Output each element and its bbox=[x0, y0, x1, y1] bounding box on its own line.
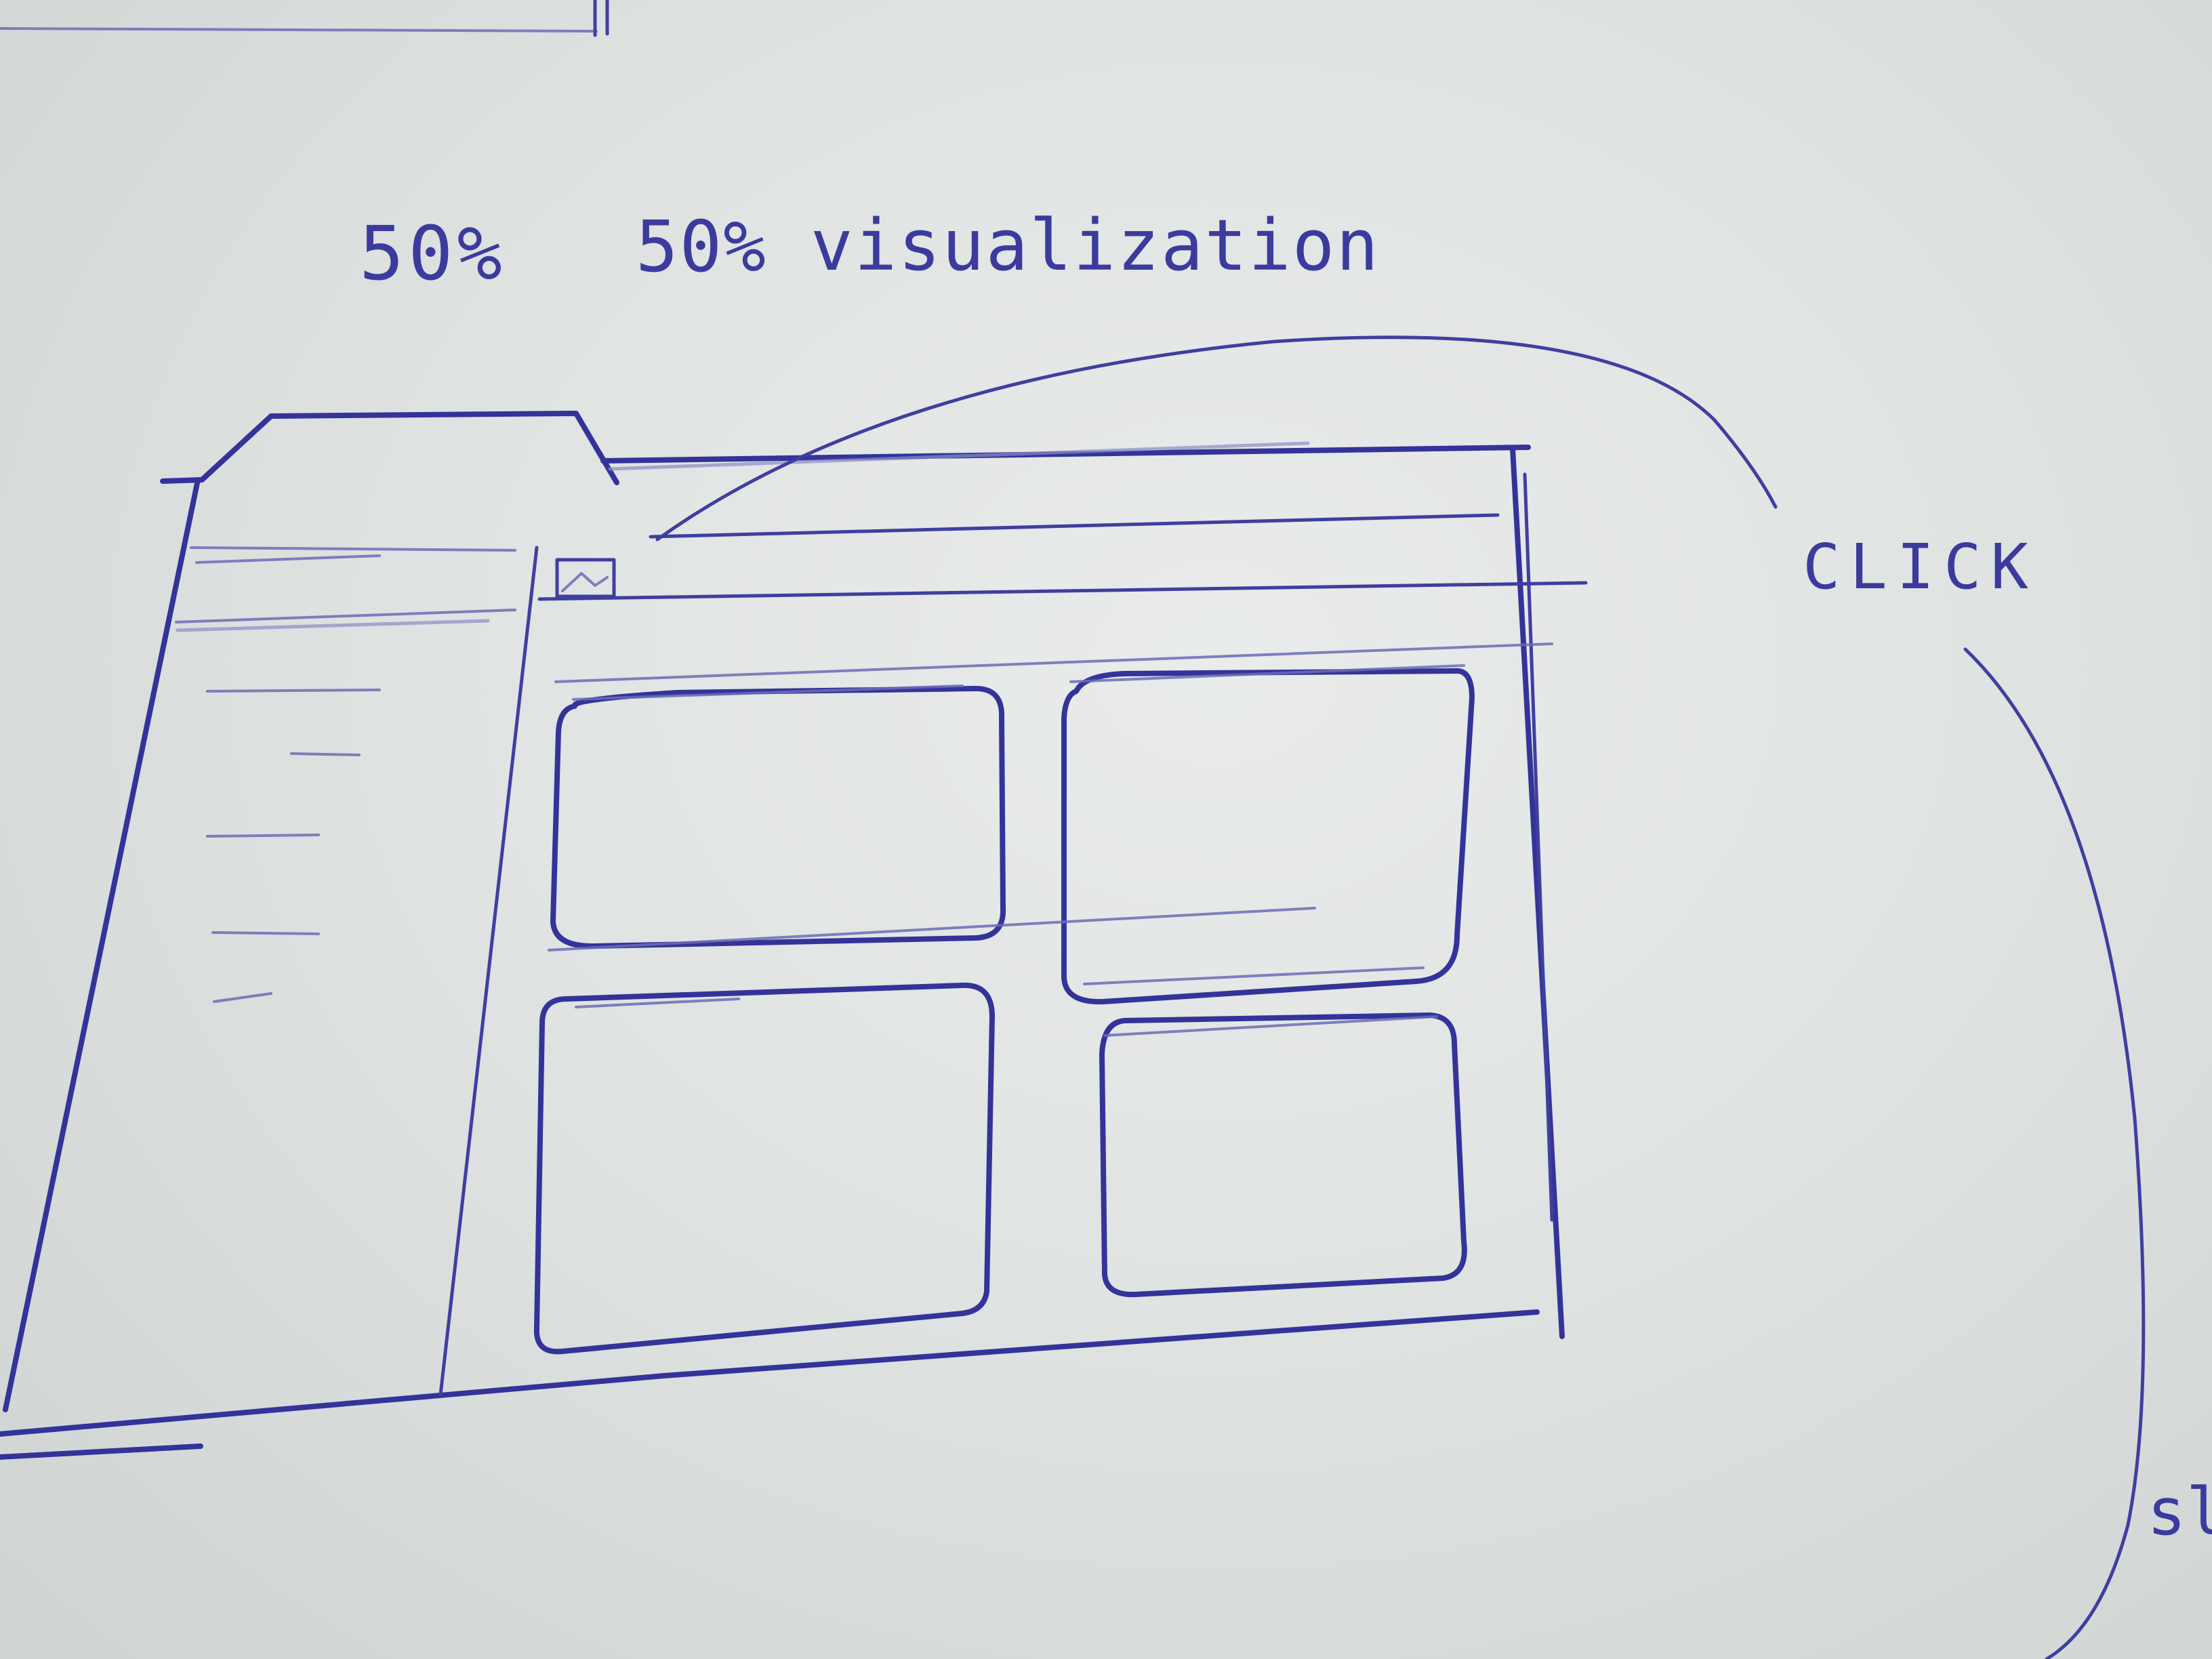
click-annotation: CLICK sl bbox=[655, 335, 2212, 1659]
slide-arrow-arc bbox=[1963, 647, 2146, 1659]
click-arrow-arc bbox=[655, 335, 1778, 541]
sidebar-item[interactable] bbox=[290, 752, 361, 756]
content-header bbox=[537, 558, 1588, 683]
browser-window-frame bbox=[0, 411, 1565, 1460]
note-split-label: visualization bbox=[811, 204, 1380, 287]
tile-divider-line bbox=[548, 907, 1316, 951]
toolbar bbox=[190, 513, 1500, 564]
sidebar-divider bbox=[438, 546, 539, 1397]
sidebar-item[interactable] bbox=[213, 992, 272, 1003]
note-split-left: 50% bbox=[359, 210, 506, 297]
note-split-right: 50% bbox=[636, 205, 767, 288]
sidebar bbox=[175, 546, 539, 1397]
click-label: CLICK bbox=[1803, 531, 2038, 603]
sidebar-item[interactable] bbox=[211, 931, 320, 935]
image-icon[interactable] bbox=[555, 558, 616, 598]
visualization-tile-1[interactable] bbox=[550, 686, 1006, 949]
visualization-grid bbox=[533, 664, 1475, 1355]
visualization-tile-3[interactable] bbox=[533, 982, 995, 1355]
previous-sketch-remnant bbox=[0, 0, 609, 37]
visualization-tile-2[interactable] bbox=[1061, 668, 1475, 1005]
sidebar-item[interactable] bbox=[206, 689, 381, 693]
cut-off-label: sl bbox=[2147, 1474, 2212, 1550]
sidebar-item[interactable] bbox=[206, 834, 320, 838]
visualization-tile-4[interactable] bbox=[1099, 1012, 1467, 1298]
